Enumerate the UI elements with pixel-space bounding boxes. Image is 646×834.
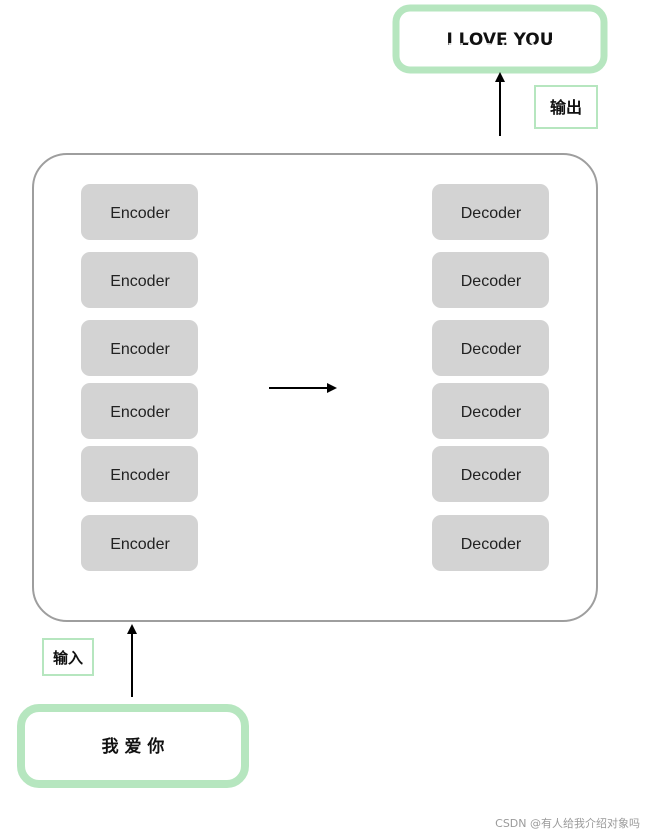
- decoder-block: Decoder: [432, 184, 549, 240]
- encoder-block: Encoder: [81, 383, 198, 439]
- decoder-block: Decoder: [432, 446, 549, 502]
- input-text: 我 爱 你: [102, 736, 165, 757]
- encoder-block: Encoder: [81, 320, 198, 376]
- overlay-watermark: NLP从入门到: [446, 39, 600, 69]
- footer-watermark: CSDN @有人给我介绍对象吗: [495, 816, 640, 830]
- output-box: [392, 4, 608, 74]
- decoder-label: Decoder: [461, 273, 522, 290]
- encoder-label: Encoder: [110, 467, 170, 484]
- decoder-label: Decoder: [461, 467, 522, 484]
- encoder-block: Encoder: [81, 515, 198, 571]
- encoder-block: Encoder: [81, 184, 198, 240]
- encoder-label: Encoder: [110, 205, 170, 222]
- input-box: [17, 704, 249, 788]
- encoder-block: Encoder: [81, 446, 198, 502]
- decoder-label: Decoder: [461, 536, 522, 553]
- decoder-block: Decoder: [432, 383, 549, 439]
- output-label-box: [534, 85, 598, 129]
- encoder-label: Encoder: [110, 273, 170, 290]
- encoder-block: Encoder: [81, 252, 198, 308]
- output-text: I LOVE YOU: [446, 30, 553, 50]
- input-label: 输入: [53, 649, 83, 667]
- encoder-stack: Encoder Encoder Encoder Encoder Encoder …: [81, 184, 198, 571]
- decoder-block: Decoder: [432, 252, 549, 308]
- decoder-block: Decoder: [432, 320, 549, 376]
- decoder-label: Decoder: [461, 205, 522, 222]
- encoder-label: Encoder: [110, 341, 170, 358]
- decoder-stack: Decoder Decoder Decoder Decoder Decoder …: [432, 184, 549, 571]
- encoder-label: Encoder: [110, 536, 170, 553]
- decoder-block: Decoder: [432, 515, 549, 571]
- input-label-box: [42, 638, 94, 676]
- output-label: 输出: [550, 98, 582, 117]
- decoder-label: Decoder: [461, 404, 522, 421]
- decoder-label: Decoder: [461, 341, 522, 358]
- encoder-label: Encoder: [110, 404, 170, 421]
